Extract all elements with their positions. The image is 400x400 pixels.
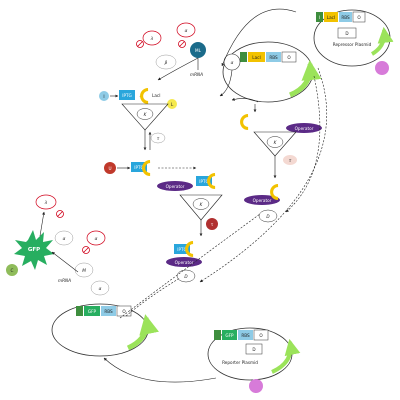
svg-text:K: K [200, 202, 204, 207]
gfp-burst [14, 230, 54, 270]
svg-text:K: K [144, 112, 148, 117]
connectors [103, 8, 327, 383]
gfp-system: GFP C λ α α M mRNA α [6, 194, 110, 296]
mrna-gfp-label: mRNA [58, 278, 71, 283]
l-label: L [171, 102, 174, 107]
repressor-plasmid-label: Repressor Plasmid [333, 42, 372, 47]
svg-text:α: α [231, 60, 234, 65]
c-label: C [11, 268, 14, 273]
repressor-plasmid: I LacI RBS O Repressor Plasmid D [313, 9, 394, 75]
repressor-gene-construct: LacI RBS O α [222, 41, 322, 103]
laci-gene-label-2: LacI [252, 55, 260, 60]
svg-text:τ: τ [211, 222, 214, 227]
rbs-label-4: RBS [241, 333, 250, 338]
operator-label-1: Operator [166, 184, 185, 189]
svg-text:α: α [185, 28, 188, 33]
ol-label: O [357, 15, 361, 20]
svg-text:D: D [252, 347, 255, 352]
svg-text:K: K [274, 140, 278, 145]
operator-label-4: Operator [175, 260, 194, 265]
iptg-label-1: IPTG [122, 93, 132, 98]
svg-text:α: α [95, 236, 98, 241]
m-label: M [82, 268, 86, 273]
svg-text:α: α [63, 236, 66, 241]
reporter-plasmid-label: Reporter Plasmid [222, 360, 258, 365]
ol-label-3: O [122, 309, 126, 314]
i-label: I [103, 94, 104, 99]
rbs-label-3: RBS [104, 309, 113, 314]
reaction-middle: U IPTG Operator IPTG K τ [104, 160, 223, 237]
gfp-reporter-gene: GFP RBS O [51, 303, 159, 357]
svg-text:D: D [266, 214, 270, 219]
rbs-label: RBS [341, 15, 350, 20]
laci-protein-1: LacI [152, 93, 160, 98]
svg-text:D: D [184, 274, 188, 279]
svg-text:λ: λ [150, 36, 154, 41]
gfp-gene-label: GFP [88, 309, 97, 314]
degradation-lacI: λ β [136, 30, 177, 70]
reaction-top: I IPTG + LacI L K τ [99, 88, 177, 151]
mrna-lac-label: mRNA [190, 72, 203, 77]
svg-text:α: α [99, 286, 102, 291]
repressor-plasmid-node [375, 61, 389, 75]
ol-label-4: O [259, 333, 263, 338]
ol-label-2: O [287, 55, 291, 60]
gfp-label: GFP [28, 247, 40, 253]
svg-text:τ: τ [157, 136, 160, 141]
promoter-label: I [319, 15, 320, 20]
rbs-label-2: RBS [269, 55, 278, 60]
gfp-gene-label-2: GFP [225, 333, 234, 338]
u-label: U [108, 166, 111, 171]
reaction-bottom: IPTG Operator D [166, 241, 202, 283]
reporter-plasmid-node [249, 379, 263, 393]
degradation-ml: α [176, 22, 196, 48]
svg-text:λ: λ [44, 200, 48, 205]
reaction-right: Operator K τ Operator D [240, 104, 322, 223]
iptg-label-3: IPTG [199, 179, 209, 184]
iptg-label-4: IPTG [177, 247, 187, 252]
svg-text:τ: τ [289, 158, 292, 163]
operator-label-2: Operator [295, 126, 314, 131]
ml-label: ML [195, 48, 202, 53]
ml-node: ML mRNA [190, 42, 206, 77]
iptg-label-2: IPTG [134, 165, 144, 170]
svg-text:β: β [165, 60, 168, 65]
reporter-plasmid: GFP RBS O D Reporter Plasmid [207, 327, 301, 393]
dna-copies-label: D [345, 31, 348, 36]
laci-gene-label: LacI [327, 15, 335, 20]
operator-label-3: Operator [253, 198, 272, 203]
